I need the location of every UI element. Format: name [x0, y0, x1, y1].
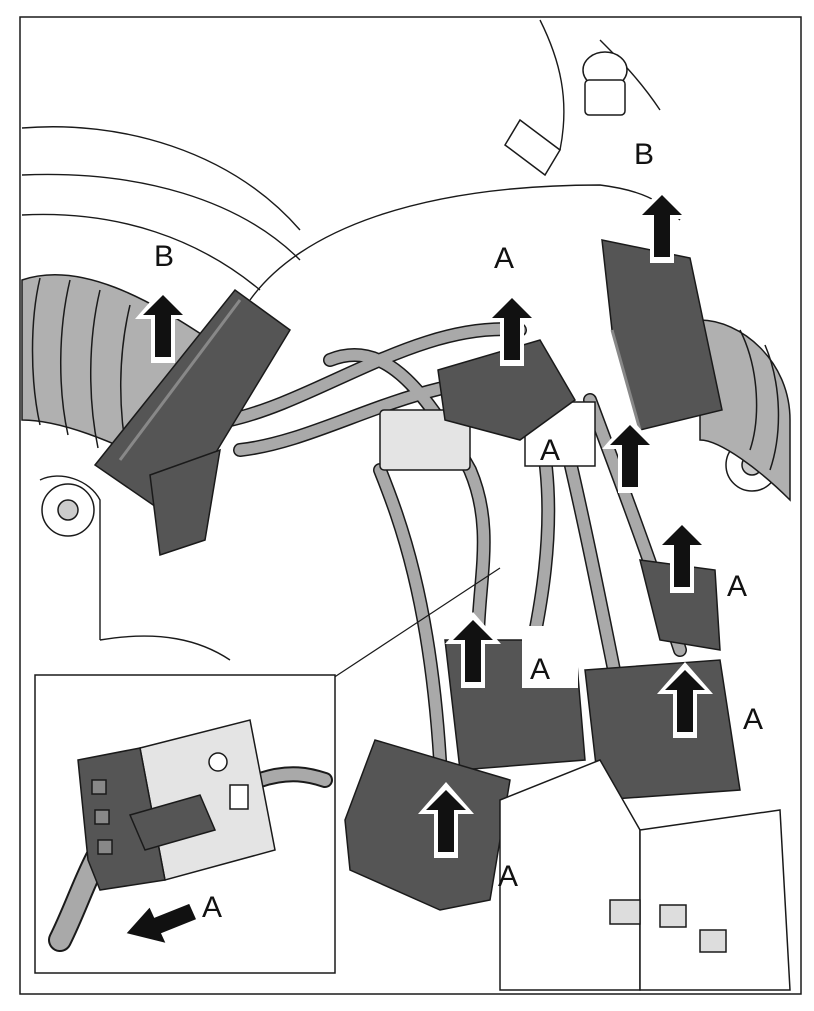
label-b-right: B	[634, 138, 655, 171]
label-a-top: A	[494, 242, 515, 275]
relay-box	[499, 759, 791, 991]
label-backdrop-a-center	[522, 626, 578, 688]
label-a-bottom: A	[498, 860, 519, 893]
connector-b-left	[93, 288, 291, 557]
label-a-mid: A	[540, 434, 561, 467]
label-a-right-lower: A	[743, 703, 764, 736]
connector-a-bottom	[344, 739, 511, 911]
inset-detail	[34, 567, 501, 974]
label-a-inset: A	[202, 891, 223, 924]
bolt-top	[504, 51, 628, 177]
label-b-left: B	[154, 240, 175, 273]
body-panel	[21, 19, 681, 661]
label-a-center: A	[530, 653, 551, 686]
connector-b-right	[601, 239, 723, 431]
mount-boss-left	[41, 483, 95, 537]
corrugated-tube-right	[699, 319, 791, 502]
connector-light-top	[379, 401, 596, 471]
label-a-right-upper: A	[727, 570, 748, 603]
